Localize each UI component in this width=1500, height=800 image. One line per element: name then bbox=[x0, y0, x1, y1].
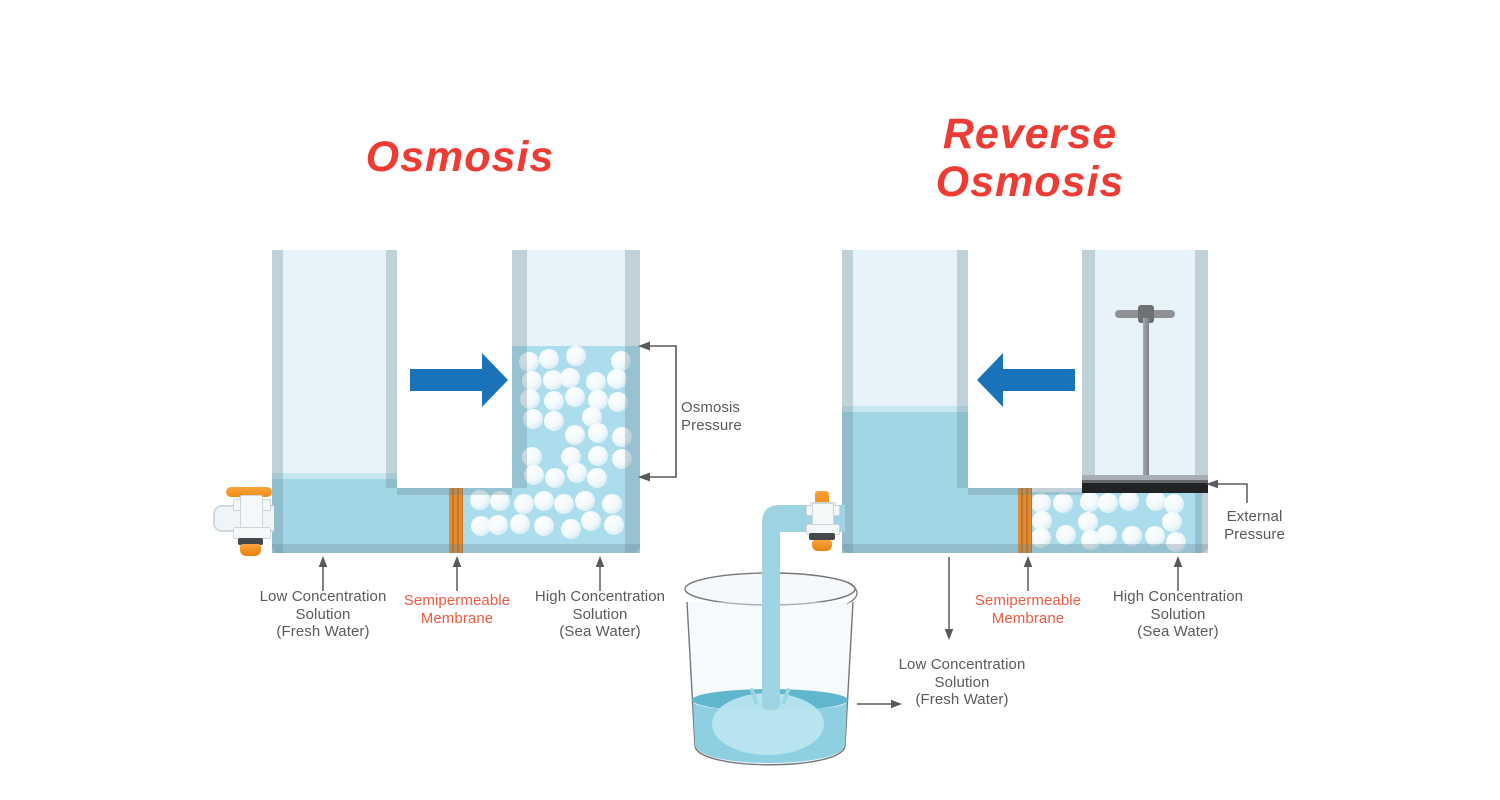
tube-wall bbox=[397, 488, 512, 495]
up-arrowhead bbox=[1173, 556, 1183, 567]
down-arrowhead bbox=[944, 629, 954, 640]
splash bbox=[782, 688, 790, 704]
fresh-water-surface bbox=[272, 473, 397, 479]
flow-arrow-left-head bbox=[977, 353, 1003, 407]
up-arrowhead bbox=[595, 556, 605, 567]
glass-left-tube bbox=[272, 250, 397, 488]
semipermeable-membrane bbox=[1018, 488, 1032, 553]
flow-arrow-right-head bbox=[482, 353, 508, 407]
up-arrowhead bbox=[1023, 556, 1033, 567]
tube-wall bbox=[272, 250, 283, 553]
external-pressure-elbow bbox=[1216, 483, 1248, 503]
tube-wall bbox=[625, 250, 640, 553]
beaker-rim bbox=[684, 572, 856, 606]
fresh-water-channel bbox=[842, 488, 1018, 553]
sea-water-column bbox=[512, 346, 640, 553]
valve-nut bbox=[240, 544, 261, 556]
label-high-concentration-right: High Concentration Solution (Sea Water) bbox=[1112, 588, 1244, 640]
valve-nut bbox=[812, 540, 832, 551]
tube-wall bbox=[272, 544, 640, 553]
valve-handle bbox=[226, 487, 272, 497]
osmosis-title: Osmosis bbox=[365, 133, 555, 181]
label-membrane-right: Semipermeable Membrane bbox=[974, 592, 1082, 627]
tube-wall bbox=[957, 250, 968, 488]
label-low-concentration-right: Low Concentration Solution (Fresh Water) bbox=[898, 656, 1026, 708]
tube-wall bbox=[842, 250, 853, 553]
beaker-water-surface bbox=[692, 689, 848, 711]
up-arrowhead bbox=[452, 556, 462, 567]
up-arrowhead bbox=[318, 556, 328, 567]
valve-collar bbox=[238, 538, 263, 545]
label-osmosis-pressure: Osmosis Pressure bbox=[681, 399, 742, 434]
fresh-water-surface bbox=[842, 406, 968, 412]
tube-wall bbox=[512, 250, 527, 488]
beaker-water-highlight bbox=[712, 693, 824, 755]
osmosis-pressure-bracket bbox=[649, 345, 677, 478]
piston-rod bbox=[1143, 318, 1149, 475]
fresh-water-channel bbox=[272, 488, 449, 553]
valve-collar bbox=[809, 533, 835, 540]
tube-wall bbox=[842, 544, 1208, 553]
piston-plate bbox=[1082, 475, 1208, 493]
tube-wall bbox=[386, 250, 397, 488]
semipermeable-membrane bbox=[449, 488, 463, 553]
beaker-spout bbox=[846, 581, 858, 605]
beaker-water bbox=[693, 701, 847, 763]
piston-hub bbox=[1138, 305, 1154, 323]
reverse-osmosis-title: Reverse Osmosis bbox=[935, 110, 1125, 206]
flow-arrow-left bbox=[1002, 369, 1075, 391]
label-external-pressure: External Pressure bbox=[1224, 508, 1285, 543]
flow-arrow-right bbox=[410, 369, 484, 391]
label-high-concentration-left: High Concentration Solution (Sea Water) bbox=[534, 588, 666, 640]
label-low-concentration-left: Low Concentration Solution (Fresh Water) bbox=[259, 588, 387, 640]
splash bbox=[750, 688, 758, 704]
label-membrane-left: Semipermeable Membrane bbox=[403, 592, 511, 627]
valve-knob bbox=[815, 491, 829, 504]
beaker-body bbox=[686, 601, 854, 766]
tube-wall bbox=[968, 488, 1082, 495]
tube-wall bbox=[1082, 250, 1095, 488]
